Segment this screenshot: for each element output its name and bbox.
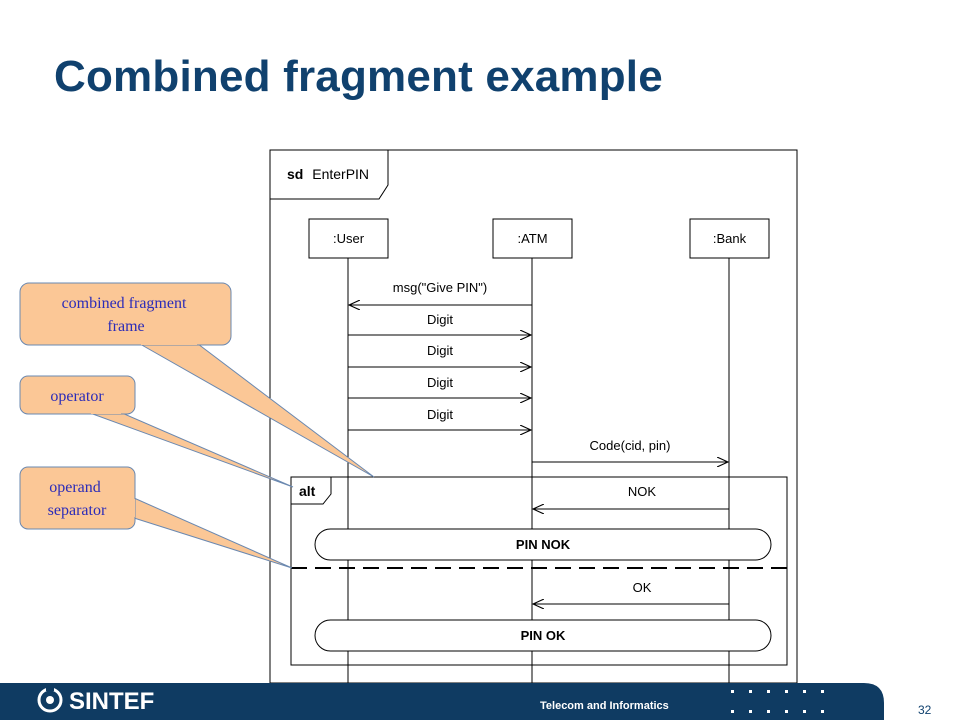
callout-line: combined fragment xyxy=(62,295,187,312)
callout-box[interactable] xyxy=(19,375,136,415)
state-invariant-pin-ok[interactable] xyxy=(314,619,772,652)
fragment-operator-tab xyxy=(291,477,332,505)
state-invariant-pin-nok[interactable] xyxy=(314,528,772,561)
message-label: msg("Give PIN") xyxy=(393,280,487,295)
sd-frame-operator: sd xyxy=(287,166,303,182)
sintef-logo-text: SINTEF xyxy=(69,688,154,715)
callout-operand-separator: operand separator xyxy=(19,466,293,569)
message-label: Digit xyxy=(427,312,453,327)
page-number: 32 xyxy=(918,703,932,717)
message-digit-3: Digit xyxy=(348,375,531,398)
sd-frame-label: sd EnterPIN xyxy=(287,166,369,182)
lifeline-bank: :Bank xyxy=(689,218,770,683)
callout-line: separator xyxy=(48,502,107,519)
callout-pointer xyxy=(133,497,293,569)
fragment-operator-label: alt xyxy=(299,483,316,499)
combined-fragment-alt: alt NOK PIN NOK OK PIN OK xyxy=(290,476,788,666)
callout-text: operand separator xyxy=(48,479,107,519)
sintef-logo: SINTEF xyxy=(37,686,154,715)
message-ok: OK xyxy=(533,580,729,604)
callout-box[interactable] xyxy=(19,466,136,530)
callout-line: operand xyxy=(49,479,101,496)
message-label: Digit xyxy=(427,407,453,422)
callout-text: combined fragment frame xyxy=(62,295,191,335)
callout-text: operator xyxy=(50,388,104,405)
message-label: Digit xyxy=(427,343,453,358)
sd-frame-name: EnterPIN xyxy=(312,166,369,182)
footer-bar xyxy=(0,683,884,720)
lifeline-head-atm[interactable] xyxy=(492,218,573,259)
message-label: Digit xyxy=(427,375,453,390)
callout-box[interactable] xyxy=(19,282,232,346)
message-digit-2: Digit xyxy=(348,343,531,367)
sd-frame-tab xyxy=(270,150,389,200)
message-digit-4: Digit xyxy=(348,407,531,430)
state-invariant-label: PIN NOK xyxy=(516,537,571,552)
message-code: Code(cid, pin) xyxy=(532,438,728,462)
callout-operator: operator xyxy=(19,375,294,488)
message-digit-1: Digit xyxy=(348,312,531,335)
lifeline-label-user: :User xyxy=(333,231,365,246)
callout-line: frame xyxy=(107,318,144,335)
lifeline-head-bank[interactable] xyxy=(689,218,770,259)
message-nok: NOK xyxy=(533,484,729,509)
message-label: Code(cid, pin) xyxy=(590,438,671,453)
sintef-logo-icon xyxy=(37,686,63,713)
lifeline-label-atm: :ATM xyxy=(517,231,547,246)
slide-title: Combined fragment example xyxy=(54,52,663,101)
lifeline-atm: :ATM xyxy=(492,218,573,683)
lifeline-user: :User xyxy=(308,218,389,683)
sequence-diagram: sd EnterPIN :User :ATM :Bank msg("Give P… xyxy=(269,149,798,684)
message-label: OK xyxy=(633,580,652,595)
callout-combined-fragment-frame: combined fragment frame xyxy=(19,282,375,478)
fragment-frame[interactable] xyxy=(290,476,788,666)
message-label: NOK xyxy=(628,484,657,499)
lifeline-label-bank: :Bank xyxy=(713,231,747,246)
footer-dot-pattern xyxy=(731,690,824,713)
message-give-pin: msg("Give PIN") xyxy=(349,280,532,305)
footer-department: Telecom and Informatics xyxy=(540,700,669,712)
state-invariant-label: PIN OK xyxy=(521,628,566,643)
footer: SINTEF Telecom and Informatics 32 xyxy=(0,683,932,720)
